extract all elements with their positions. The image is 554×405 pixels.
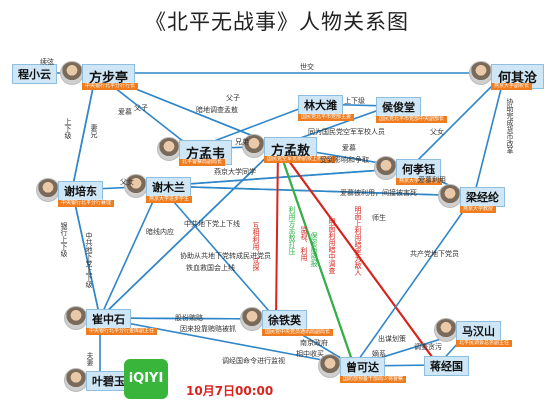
edge-e30 [277, 145, 355, 367]
person-xiepeidong: 谢培东 [58, 181, 103, 201]
person-liangjinglun: 梁经纶 [460, 187, 505, 207]
person-linda: 林大潍 [298, 95, 343, 115]
role-mahanshan: 北平民调会总务副主任 [456, 340, 513, 347]
edge-label: 同为国民党空军军校人员 [308, 128, 385, 136]
edge-label: 协助完成货币改革 [506, 98, 514, 154]
avatar-fangbushi [60, 61, 84, 85]
edge-label: 中共地下党上下线 [184, 220, 240, 228]
role-xiemulan: 燕京大学进步学生 [146, 196, 193, 203]
avatar-mahanshan [434, 318, 458, 342]
iqiyi-logo: iQIYI [124, 359, 168, 399]
person-hexiaoyu: 何孝钰 [396, 159, 441, 179]
role-heqicang: 燕京大学副校长 [491, 83, 533, 90]
edge-label: 铁血救国会上线 [186, 264, 235, 272]
person-jiangjingguo: 蒋经国 [424, 356, 469, 376]
edge-label: 父子 [134, 104, 148, 112]
edge-label: 出谋划策 [378, 335, 406, 343]
edge-e11 [409, 72, 506, 169]
edge-label: 父子 [226, 94, 240, 102]
edge-label: 师生 [372, 214, 386, 222]
role-zengkeda: 国防部预备干部局少将督察 [340, 376, 407, 383]
role-fangmengao: 国民党空军笕桥航校上校教官 [264, 156, 336, 163]
edge-label: 调查贪污 [414, 343, 442, 351]
edge-label: 利用方孟敖打压 [288, 206, 296, 255]
edge-label: 嫡系 [372, 350, 386, 358]
edge-label: 受到影响和争取 [320, 156, 369, 164]
edge-e27 [275, 145, 279, 320]
avatar-xutieying [240, 307, 264, 331]
avatar-fangmengao [242, 134, 266, 158]
edge-label: 续弦 [40, 58, 54, 66]
edge-e24 [99, 185, 161, 319]
edge-label: 兄弟 [235, 138, 249, 146]
edge-label: 明面利用暗中调查 [328, 218, 336, 274]
edge-label: 协助从共地下党转成民进党员 [180, 252, 271, 260]
edge-label: 夫妻 [86, 352, 94, 366]
edge-label: 燕京大学同学 [214, 168, 256, 176]
edge-e4 [71, 72, 97, 191]
edge-e12 [473, 72, 506, 197]
edge-label: 上下级 [64, 118, 72, 139]
person-cuizhongshi: 崔中石 [86, 309, 131, 329]
edge-e33 [353, 195, 475, 367]
avatar-heqicang [469, 61, 493, 85]
person-xiemulan: 谢木兰 [146, 177, 191, 197]
role-cuizhongshi: 中央银行北平分行金库副主任 [86, 328, 158, 335]
role-houjuntang: 国民党北平市党部中央副部长 [376, 116, 448, 123]
edge-label: 南京政府 [300, 339, 328, 347]
role-liangjinglun: 燕京大学教授 [460, 206, 497, 213]
avatar-xiemulan [124, 174, 148, 198]
person-chengxiaoyun: 程小云 [12, 64, 57, 84]
edge-e20 [159, 185, 475, 197]
edge-label: 监视、利用 [300, 226, 308, 261]
role-hexiaoyu: 燕京大学进步学生 [396, 178, 443, 185]
edge-label: 中共地下党上下级 [85, 232, 93, 288]
edge-e22 [71, 189, 101, 319]
person-xutieying: 徐铁英 [262, 310, 307, 330]
edge-label: 互相利用、试探 [252, 222, 260, 271]
edge-label: 银行上下级 [60, 222, 68, 257]
avatar-cuizhongshi [64, 306, 88, 330]
edge-e25 [99, 145, 279, 319]
edge-label: 爱慕利用 [418, 176, 446, 184]
edge-label: 明面上利用暗里为敌人 [354, 206, 362, 276]
role-fangmengwei: 北平警察局副局长 [179, 159, 226, 166]
role-linda: 国民党北平市党部主委 [298, 114, 355, 121]
avatar-liangjinglun [438, 184, 462, 208]
avatar-xiepeidong [36, 178, 60, 202]
edge-label: 暗地调查孟敖 [196, 106, 238, 114]
person-houjuntang: 侯俊堂 [376, 97, 421, 117]
edge-e26 [159, 185, 277, 320]
role-fangbushi: 中央银行北平分行行长 [82, 83, 139, 90]
air-date: 10月7日00:00 [186, 384, 274, 398]
edge-label: 爱慕 [342, 144, 356, 152]
role-xutieying: 国民党中央党员通讯局副局长 [262, 329, 334, 336]
edge-label: 因来投靠贿赂被抓 [180, 325, 236, 333]
edge-label: 股份贿赂 [175, 314, 203, 322]
page-title: 《北平无战事》人物关系图 [145, 10, 409, 34]
edge-label: 相中收买 [296, 350, 324, 358]
avatar-yebiyu [64, 368, 88, 392]
edge-e16 [159, 167, 411, 187]
person-zengkeda: 曾可达 [340, 357, 385, 377]
edge-label: 爱慕被利用，间接被害死 [340, 189, 417, 197]
edge-label: 爱慕 [118, 108, 132, 116]
person-yebiyu: 叶碧玉 [86, 371, 131, 391]
edge-label: 妻兄 [90, 124, 98, 138]
avatar-fangmengwei [157, 137, 181, 161]
edge-e41 [99, 317, 355, 367]
edge-label: 父女 [120, 178, 134, 186]
edge-label: 保密局密报 [310, 232, 318, 267]
edge-e32 [277, 145, 439, 366]
role-xiepeidong: 中央银行北平分行襄理 [58, 200, 115, 207]
edge-label: 世交 [300, 63, 314, 71]
edge-label: 共产党地下党员 [410, 250, 459, 258]
avatar-hexiaoyu [374, 156, 398, 180]
edge-label: 调经国命令进行监视 [222, 357, 285, 365]
edge-label: 上下级 [344, 97, 365, 105]
person-mahanshan: 马汉山 [456, 321, 501, 341]
edge-label: 父女 [430, 128, 444, 136]
edge-label: 暗线内应 [146, 228, 174, 236]
